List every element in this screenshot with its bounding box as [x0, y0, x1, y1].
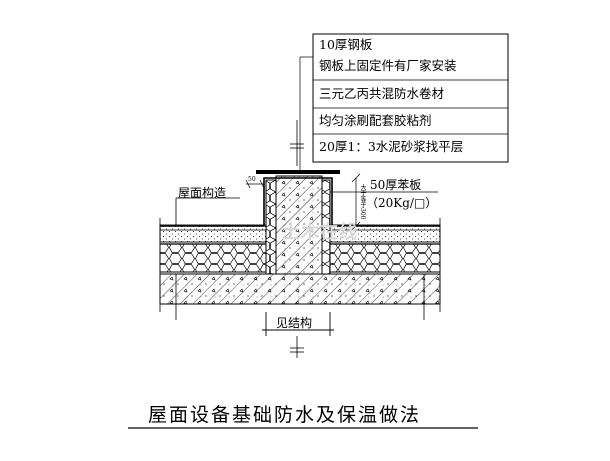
note-steel-plate: 10厚钢板: [319, 37, 373, 52]
steel-plate: [256, 170, 340, 174]
insulation-left: [159, 243, 267, 273]
screed-left: [159, 224, 267, 243]
callout-box: [312, 33, 509, 163]
note-membrane: 三元乙丙共混防水卷材: [319, 86, 445, 101]
roof-structure-leader: [175, 197, 240, 226]
label-cork-board: 50厚苯板: [370, 178, 422, 192]
drawing-title: 屋面设备基础防水及保温做法: [148, 404, 422, 426]
note-fixings: 钢板上固定件有厂家安装: [319, 58, 457, 73]
dim-height: 大于等于300: [359, 184, 366, 220]
slab-break-lines: [159, 218, 441, 320]
side-insulation-left: [265, 179, 277, 275]
label-see-structure: 见结构: [276, 316, 313, 330]
note-screed: 20厚1：3水泥砂浆找平层: [319, 139, 464, 154]
see-structure-box: [262, 312, 334, 336]
centerline-bottom: [290, 336, 304, 358]
dimension-marks: [245, 173, 361, 231]
waterproof-membrane: [160, 177, 440, 227]
note-adhesive: 均匀涂刷配套胶粘剂: [319, 113, 432, 128]
dim-50: 50: [248, 176, 256, 183]
insulation-right: [329, 243, 441, 273]
centerline-top: [290, 120, 304, 166]
watermark: 土木在线: [282, 222, 358, 243]
label-cork-density: （20Kg/□）: [366, 196, 438, 210]
label-roof-structure: 屋面构造: [178, 186, 227, 200]
